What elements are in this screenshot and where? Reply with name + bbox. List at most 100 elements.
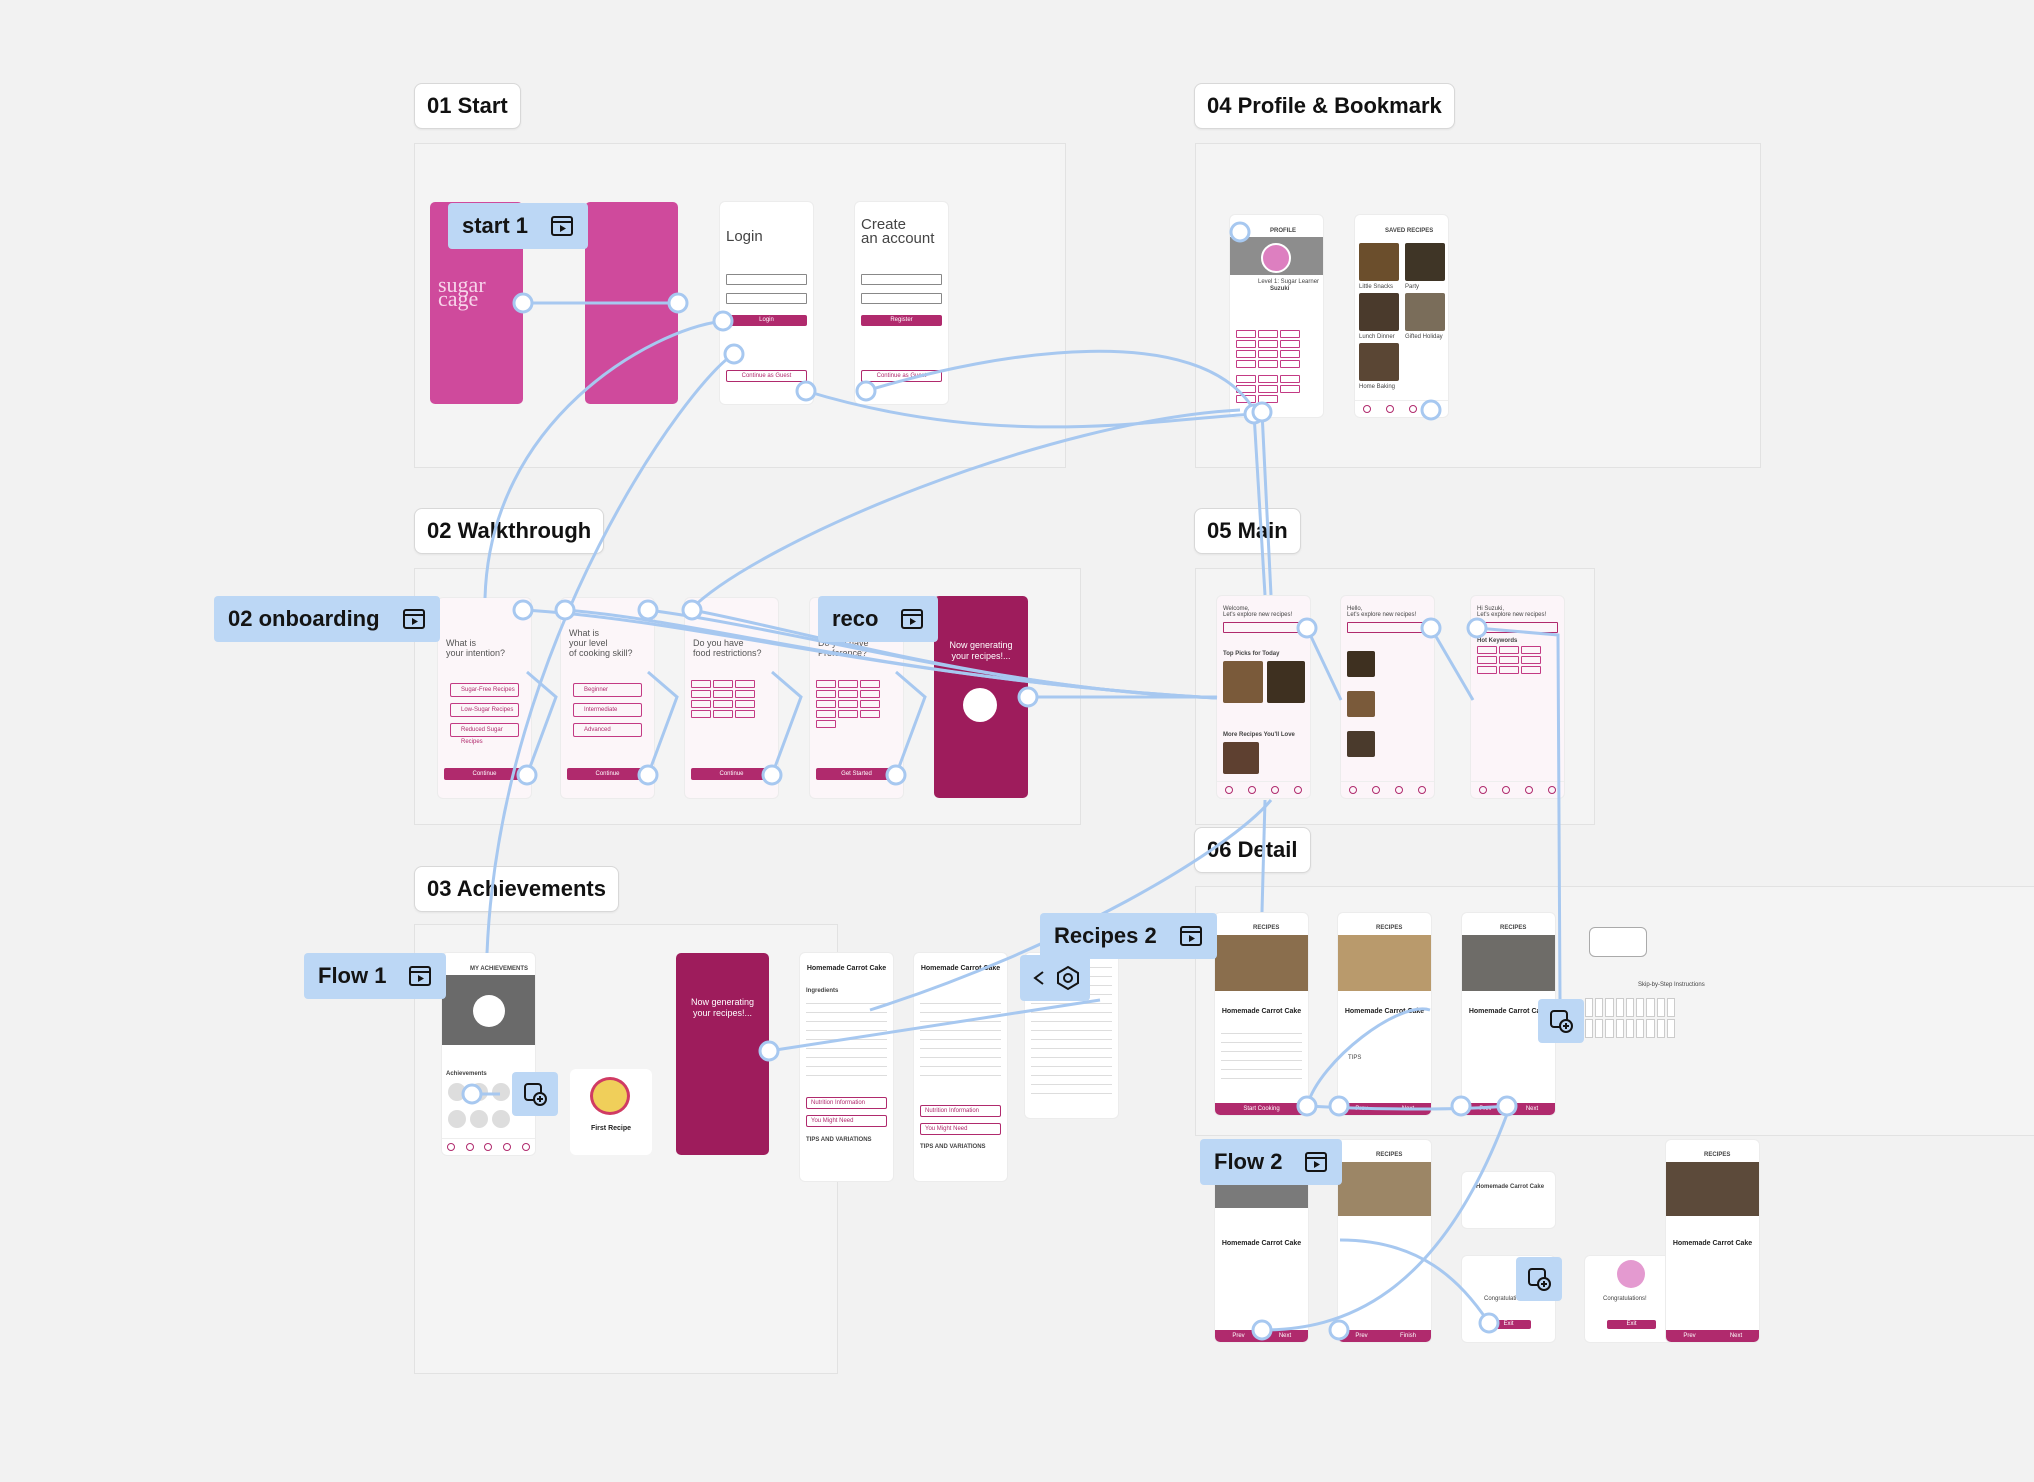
profile-screen[interactable]: PROFILE Level 1: Sugar Learner Suzuki: [1230, 215, 1323, 417]
search-input[interactable]: [1347, 622, 1428, 633]
prev-button[interactable]: Prev: [1338, 1330, 1385, 1342]
email-field[interactable]: [726, 274, 807, 285]
login-screen[interactable]: Login Login Continue as Guest: [720, 202, 813, 404]
next-button[interactable]: Next: [1385, 1103, 1431, 1115]
search-input[interactable]: [1223, 622, 1304, 633]
list-photo-2[interactable]: [1347, 691, 1375, 717]
list-photo-1[interactable]: [1347, 651, 1375, 677]
avatar[interactable]: [1261, 243, 1291, 273]
nutrition-toggle[interactable]: Nutrition Information: [806, 1097, 887, 1109]
saved-photo-2[interactable]: [1405, 243, 1445, 281]
flow-start-start-1[interactable]: start 1: [448, 203, 588, 249]
profile-preference-chips[interactable]: [1236, 375, 1317, 403]
bottom-nav[interactable]: [442, 1138, 535, 1155]
top-pick-photo-1[interactable]: [1223, 661, 1263, 703]
exit-button[interactable]: Exit: [1486, 1320, 1531, 1329]
continue-button[interactable]: Continue: [444, 768, 525, 780]
home-screen-2[interactable]: Hello, Let's explore new recipes!: [1341, 596, 1434, 798]
saved-photo-3[interactable]: [1359, 293, 1399, 331]
home-screen[interactable]: Welcome, Let's explore new recipes! Top …: [1217, 596, 1310, 798]
flow-start-recipes-2[interactable]: Recipes 2: [1040, 913, 1217, 959]
component-icon[interactable]: [1020, 955, 1090, 1001]
first-recipe-card[interactable]: First Recipe: [570, 1069, 652, 1155]
next-button[interactable]: Next: [1262, 1330, 1308, 1342]
bottom-nav[interactable]: [1217, 781, 1310, 798]
more-photo-1[interactable]: [1223, 742, 1259, 774]
prev-button[interactable]: Prev: [1462, 1103, 1509, 1115]
top-pick-photo-2[interactable]: [1267, 661, 1305, 703]
section-label-profile[interactable]: 04 Profile & Bookmark: [1194, 83, 1455, 129]
option-low-sugar[interactable]: Low-Sugar Recipes: [450, 703, 519, 717]
flow-start-onboarding[interactable]: 02 onboarding: [214, 596, 440, 642]
register-password-field[interactable]: [861, 293, 942, 304]
keyword-chips[interactable]: [1477, 646, 1558, 674]
saved-photo-4[interactable]: [1405, 293, 1445, 331]
option-advanced[interactable]: Advanced: [573, 723, 642, 737]
detail-screen-1[interactable]: RECIPES Homemade Carrot Cake Start Cooki…: [1215, 913, 1308, 1115]
bottom-nav[interactable]: [1341, 781, 1434, 798]
section-label-detail[interactable]: 06 Detail: [1194, 827, 1311, 873]
preference-chips[interactable]: [816, 680, 897, 728]
nutrition-toggle[interactable]: Nutrition Information: [920, 1105, 1001, 1117]
saved-photo-1[interactable]: [1359, 243, 1399, 281]
start-cooking-button[interactable]: Start Cooking: [1215, 1103, 1308, 1115]
flow-start-flow-1[interactable]: Flow 1: [304, 953, 446, 999]
search-input[interactable]: [1477, 622, 1558, 633]
finish-button[interactable]: Finish: [1385, 1330, 1431, 1342]
intention-screen[interactable]: What is your intention? Sugar-Free Recip…: [438, 598, 531, 798]
register-email-field[interactable]: [861, 274, 942, 285]
generating-screen-2[interactable]: Now generating your recipes!...: [676, 953, 769, 1155]
splash-screen-2[interactable]: [585, 202, 678, 404]
option-reduced-sugar[interactable]: Reduced Sugar Recipes: [450, 723, 519, 737]
recipe-detail-screen[interactable]: Homemade Carrot Cake Ingredients Nutriti…: [800, 953, 893, 1181]
saved-photo-5[interactable]: [1359, 343, 1399, 381]
register-screen[interactable]: Create an account Register Continue as G…: [855, 202, 948, 404]
get-started-button[interactable]: Get Started: [816, 768, 897, 780]
prev-button[interactable]: Prev: [1338, 1103, 1385, 1115]
recipe-detail-screen-2[interactable]: Homemade Carrot Cake Nutrition Informati…: [914, 953, 1007, 1181]
register-guest-button[interactable]: Continue as Guest: [861, 370, 942, 382]
finish-dialog[interactable]: Homemade Carrot Cake: [1462, 1172, 1555, 1228]
next-button[interactable]: Next: [1713, 1330, 1759, 1342]
add-frame-icon[interactable]: [1538, 999, 1584, 1043]
restriction-chips[interactable]: [691, 680, 772, 718]
skill-screen[interactable]: What is your level of cooking skill? Beg…: [561, 598, 654, 798]
login-button[interactable]: Login: [726, 315, 807, 326]
password-field[interactable]: [726, 293, 807, 304]
search-screen[interactable]: Hi Suzuki, Let's explore new recipes! Ho…: [1471, 596, 1564, 798]
section-label-achievements[interactable]: 03 Achievements: [414, 866, 619, 912]
achievements-screen[interactable]: MY ACHIEVEMENTS Achievements: [442, 953, 535, 1155]
flow-start-reco[interactable]: reco: [818, 596, 938, 642]
prev-button[interactable]: Prev: [1666, 1330, 1713, 1342]
might-need-toggle[interactable]: You Might Need: [806, 1115, 887, 1127]
saved-recipes-screen[interactable]: SAVED RECIPES Little Snacks Party Lunch …: [1355, 215, 1448, 417]
section-label-walkthrough[interactable]: 02 Walkthrough: [414, 508, 604, 554]
bottom-nav[interactable]: [1471, 781, 1564, 798]
congrats-screen-2[interactable]: Congratulations! Exit: [1585, 1256, 1678, 1342]
exit-button[interactable]: Exit: [1607, 1320, 1656, 1329]
keyboard[interactable]: [1585, 998, 1675, 1038]
option-intermediate[interactable]: Intermediate: [573, 703, 642, 717]
might-need-toggle[interactable]: You Might Need: [920, 1123, 1001, 1135]
step-screen-2[interactable]: RECIPES Prev Finish: [1338, 1140, 1431, 1342]
continue-button[interactable]: Continue: [691, 768, 772, 780]
prev-button[interactable]: Prev: [1215, 1330, 1262, 1342]
option-sugar-free[interactable]: Sugar-Free Recipes: [450, 683, 519, 697]
flow-start-flow-2[interactable]: Flow 2: [1200, 1139, 1342, 1185]
generating-screen[interactable]: Now generating your recipes!...: [934, 596, 1028, 798]
add-frame-icon[interactable]: [512, 1072, 558, 1116]
bottom-nav[interactable]: [1355, 400, 1448, 417]
restrictions-screen[interactable]: Do you have food restrictions? Continue: [685, 598, 778, 798]
continue-button[interactable]: Continue: [567, 768, 648, 780]
guest-button[interactable]: Continue as Guest: [726, 370, 807, 382]
list-photo-3[interactable]: [1347, 731, 1375, 757]
next-button[interactable]: Next: [1509, 1103, 1555, 1115]
step-screen-3[interactable]: RECIPES Homemade Carrot Cake Prev Next: [1666, 1140, 1759, 1342]
add-frame-icon[interactable]: [1516, 1257, 1562, 1301]
section-label-start[interactable]: 01 Start: [414, 83, 521, 129]
section-label-main[interactable]: 05 Main: [1194, 508, 1301, 554]
register-button[interactable]: Register: [861, 315, 942, 326]
detail-screen-2[interactable]: RECIPES Homemade Carrot Cake TIPS Prev N…: [1338, 913, 1431, 1115]
profile-chips[interactable]: [1236, 330, 1317, 368]
option-beginner[interactable]: Beginner: [573, 683, 642, 697]
